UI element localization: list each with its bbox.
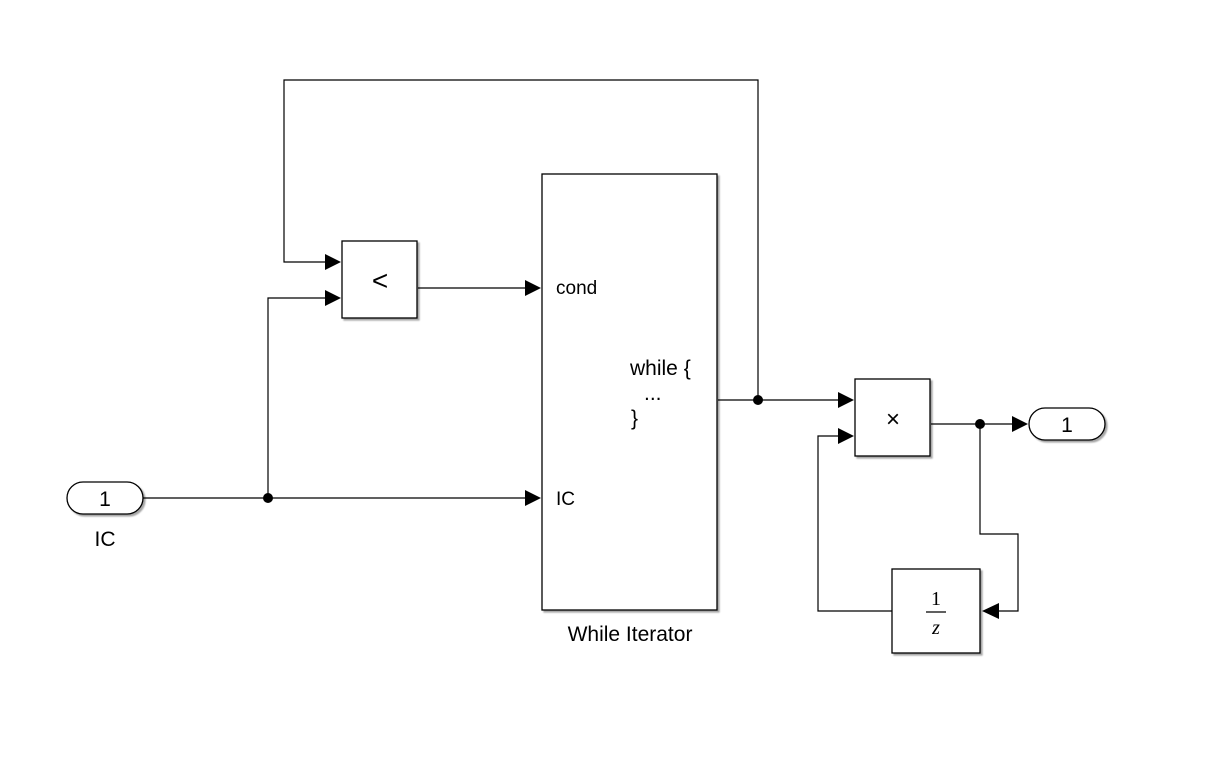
- relational-operator-block[interactable]: <: [341, 240, 418, 319]
- unit-delay-block[interactable]: 1 z: [891, 568, 981, 654]
- product-block[interactable]: ×: [854, 378, 931, 457]
- while-code-line2: ...: [644, 382, 662, 405]
- product-shape[interactable]: [854, 378, 931, 457]
- junctions: [263, 395, 985, 503]
- arrow-ic-port: [525, 490, 541, 506]
- arrow-cond-port: [525, 280, 541, 296]
- arrowheads: [325, 254, 1028, 619]
- outport-number: 1: [1061, 414, 1073, 437]
- unit-delay-denominator: z: [931, 617, 940, 639]
- arrow-delay-input: [982, 603, 999, 619]
- inport-shape[interactable]: [66, 481, 144, 515]
- while-iterator-shape[interactable]: [541, 173, 718, 611]
- while-port-cond: cond: [556, 278, 597, 299]
- signal-lines: [143, 79, 1019, 612]
- junction-dot-product-output: [975, 419, 985, 429]
- relational-operator-symbol: <: [372, 265, 388, 296]
- signal-feedback-to-relational-input1[interactable]: [283, 79, 759, 400]
- arrow-product-input2: [838, 428, 854, 444]
- outport-block[interactable]: 1: [1028, 407, 1106, 441]
- signal-delay-to-product-input2[interactable]: [817, 435, 892, 612]
- junction-dot-while-output: [753, 395, 763, 405]
- arrow-relational-input2: [325, 290, 341, 306]
- while-iterator-name: While Iterator: [568, 623, 693, 646]
- product-symbol: ×: [886, 406, 900, 433]
- signal-junction-to-relational-input2[interactable]: [267, 297, 325, 498]
- while-code-line1: while {: [629, 357, 691, 380]
- arrow-product-input1: [838, 392, 854, 408]
- while-port-ic: IC: [556, 489, 575, 510]
- while-code-line3: }: [631, 407, 638, 430]
- signal-junction-to-delay[interactable]: [979, 424, 1019, 612]
- relational-operator-shape[interactable]: [341, 240, 418, 319]
- inport-label: IC: [95, 528, 116, 551]
- junction-dot-ic: [263, 493, 273, 503]
- arrow-outport: [1012, 416, 1028, 432]
- unit-delay-shape[interactable]: [891, 568, 981, 654]
- unit-delay-numerator: 1: [931, 588, 941, 610]
- inport-block[interactable]: 1 IC: [66, 481, 144, 551]
- while-iterator-block[interactable]: cond IC while { ... } While Iterator: [541, 173, 718, 646]
- arrow-relational-input1: [325, 254, 341, 270]
- outport-shape[interactable]: [1028, 407, 1106, 441]
- inport-number: 1: [99, 488, 111, 511]
